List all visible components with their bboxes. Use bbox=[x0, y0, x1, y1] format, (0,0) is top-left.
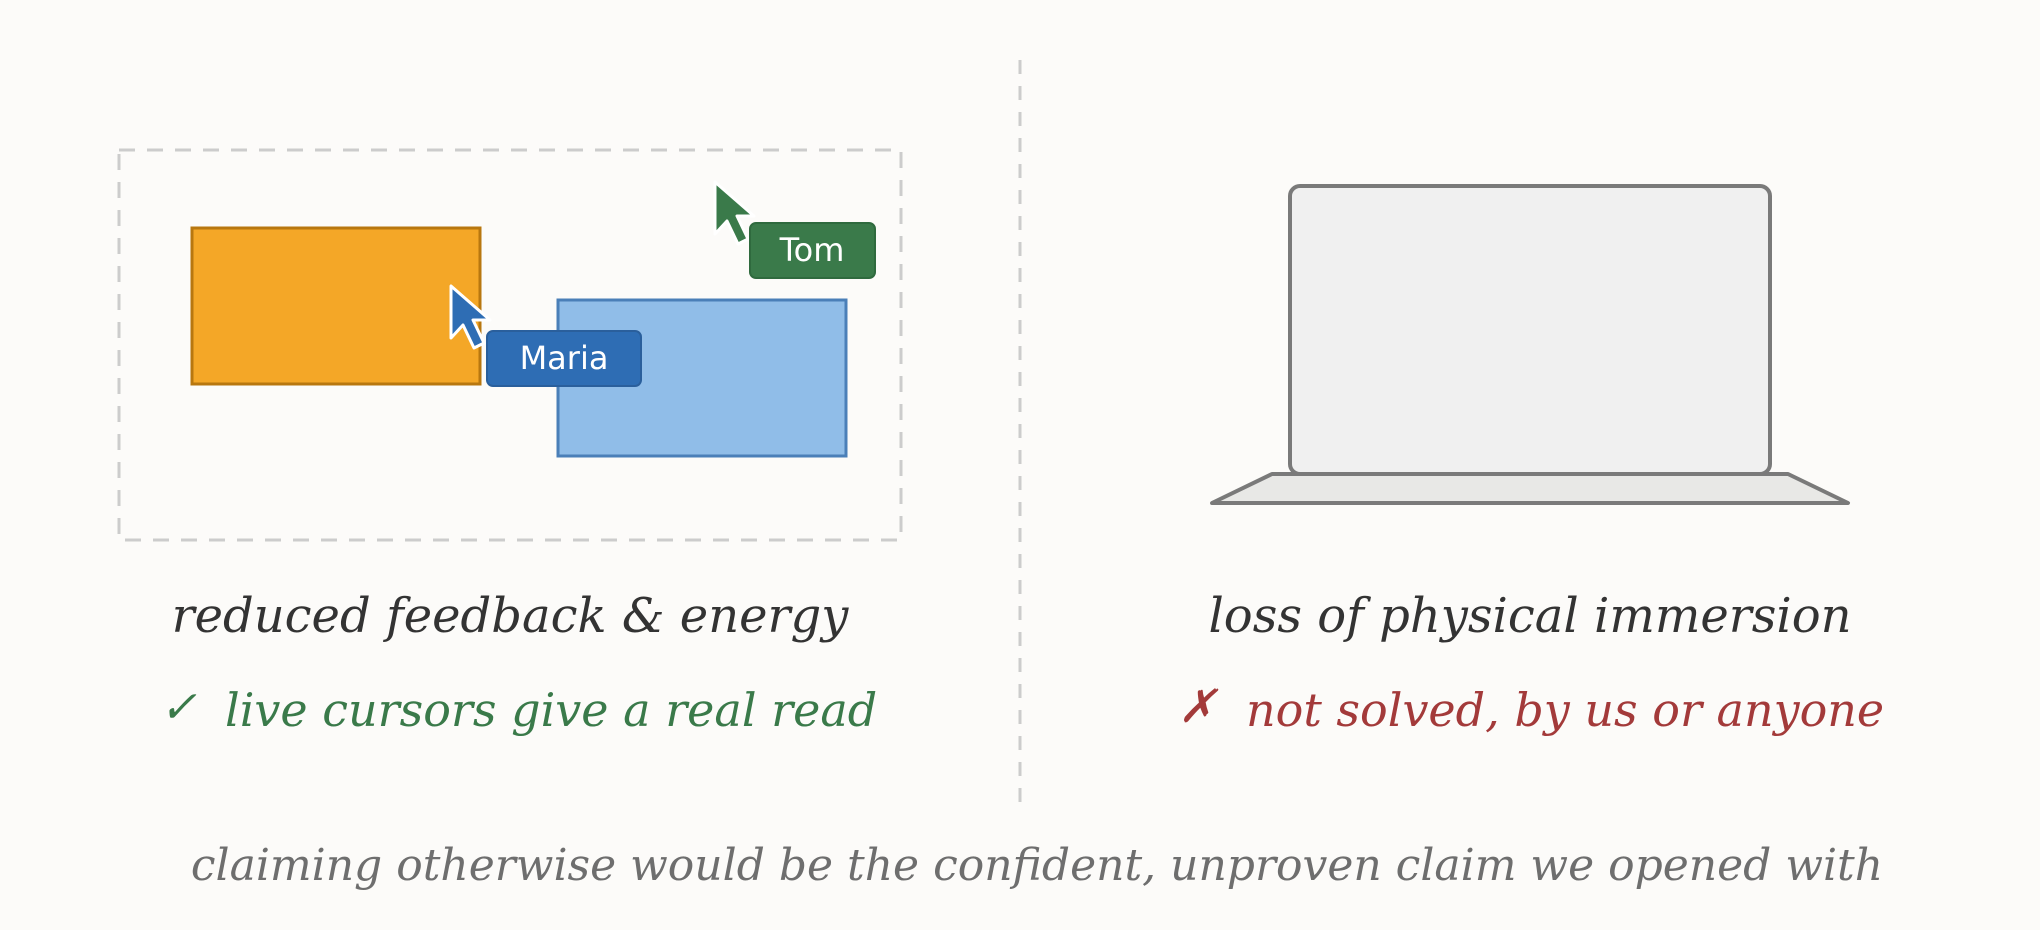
right-verdict-text: not solved, by us or anyone bbox=[1246, 683, 1884, 737]
maria-pointer-icon bbox=[449, 284, 492, 350]
tom-label: Tom bbox=[779, 231, 845, 269]
laptop-screen bbox=[1288, 184, 1772, 476]
right-verdict: ✗ not solved, by us or anyone bbox=[1178, 679, 1884, 737]
left-verdict: ✓ live cursors give a real read bbox=[160, 682, 877, 737]
cross-icon: ✗ bbox=[1178, 679, 1219, 733]
orange-card bbox=[190, 226, 482, 386]
laptop-base bbox=[1210, 472, 1850, 505]
maria-cursor: Maria bbox=[449, 284, 642, 387]
check-icon: ✓ bbox=[160, 682, 197, 733]
maria-label: Maria bbox=[520, 339, 609, 377]
tom-cursor: Tom bbox=[713, 180, 876, 279]
right-heading: loss of physical immersion bbox=[1208, 588, 1851, 644]
left-heading: reduced feedback & energy bbox=[172, 588, 850, 644]
tom-label-bg bbox=[749, 222, 876, 279]
collaboration-board: Maria Tom bbox=[117, 148, 903, 542]
laptop-icon bbox=[1210, 184, 1850, 505]
left-verdict-text: live cursors give a real read bbox=[225, 683, 877, 737]
maria-label-bg bbox=[486, 330, 642, 387]
tom-pointer-icon bbox=[713, 180, 756, 246]
footer-caption: claiming otherwise would be the confiden… bbox=[191, 840, 1883, 891]
